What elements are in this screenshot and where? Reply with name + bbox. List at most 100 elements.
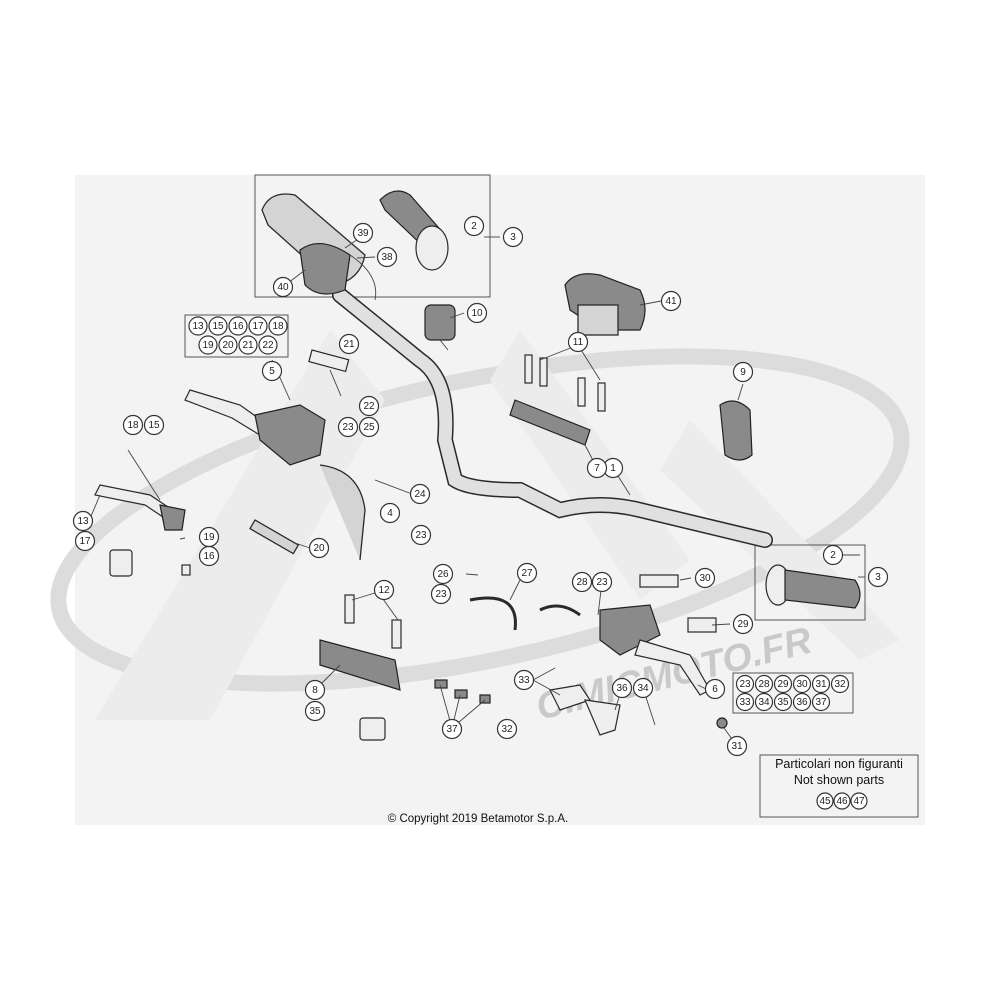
callout-c34-circle [632,677,654,699]
group-left-ref-17: 17 [248,316,268,336]
group-right-ref-37-label: 37 [815,697,827,708]
callout-c4-circle [379,502,401,524]
callout-c26-label: 26 [437,569,449,580]
callout-c2b-label: 2 [830,550,836,561]
callout-c23b: 23 [410,524,432,546]
callout-c18-label: 18 [127,420,139,431]
group-right-ref-32-circle [830,674,850,694]
callout-c35: 35 [304,700,326,722]
callout-c30-circle [694,567,716,589]
small-parts [181,564,728,736]
callout-c3a-circle [502,226,524,248]
left-lever [94,484,186,577]
callout-c4: 4 [379,502,401,524]
group-right-ref-28-label: 28 [758,679,770,690]
callout-c38-label: 38 [381,252,393,263]
group-right-ref-23-circle [735,674,755,694]
group-left-ref-20: 20 [218,335,238,355]
callout-c23d-label: 23 [596,577,608,588]
callout-c9-label: 9 [740,367,746,378]
group-left-ref-18-label: 18 [272,321,284,332]
callout-c13-label: 13 [77,516,89,527]
callout-c8-circle [304,679,326,701]
callout-c21-label: 21 [343,339,355,350]
callout-c17-label: 17 [79,536,91,547]
callout-c27-circle [516,562,538,584]
callout-c28-label: 28 [576,577,588,588]
note-title-it: Particolari non figuranti [775,757,903,771]
callout-c1-label: 1 [610,463,616,474]
group-left-ref-15: 15 [208,316,228,336]
group-right-ref-36-circle [792,692,812,712]
callout-c26: 26 [432,563,454,585]
callout-c28-circle [571,571,593,593]
callout-c10: 10 [466,302,488,324]
group-right-ref-36: 36 [792,692,812,712]
callout-c40-label: 40 [277,282,289,293]
callout-c2a-label: 2 [471,221,477,232]
callout-c9: 9 [732,361,754,383]
callout-c5-circle [261,360,283,382]
callout-c2b-circle [822,544,844,566]
callout-c25-label: 25 [363,422,375,433]
callout-c37: 37 [441,718,463,740]
callout-c32-label: 32 [501,724,513,735]
callout-c20-label: 20 [313,543,325,554]
group-left-ref-21-label: 21 [242,340,254,351]
group-right-ref-37: 37 [811,692,831,712]
handlebar [332,287,773,548]
callout-c3b-label: 3 [875,572,881,583]
note-title-en: Not shown parts [794,773,884,787]
callout-c15-label: 15 [148,420,160,431]
callout-c15: 15 [143,414,165,436]
group-right-ref-32: 32 [830,674,850,694]
group-left-ref-13: 13 [188,316,208,336]
callout-c34: 34 [632,677,654,699]
right-grip [765,564,861,609]
callout-c11-circle [567,331,589,353]
callout-c21-circle [338,333,360,355]
note-ref-45: 45 [816,792,834,810]
callout-c28: 28 [571,571,593,593]
group-left-ref-13-label: 13 [192,321,204,332]
group-right-ref-31-circle [811,674,831,694]
group-left-ref-15-circle [208,316,228,336]
callout-c5: 5 [261,360,283,382]
callout-c29-label: 29 [737,619,749,630]
handlebar-clamp [509,354,606,446]
note-ref-47: 47 [850,792,868,810]
group-left-ref-13-circle [188,316,208,336]
group-left-ref-22-label: 22 [262,340,274,351]
group-right-ref-23: 23 [735,674,755,694]
callout-c3a-label: 3 [510,232,516,243]
callout-c23c-circle [430,583,452,605]
callout-c3a: 3 [502,226,524,248]
callout-c18: 18 [122,414,144,436]
callout-c37-circle [441,718,463,740]
callout-c39-label: 39 [357,228,369,239]
callout-c22-circle [358,395,380,417]
callout-c35-circle [304,700,326,722]
callout-c23b-circle [410,524,432,546]
callout-c15-circle [143,414,165,436]
callout-c5-label: 5 [269,366,275,377]
callout-c11: 11 [567,331,589,353]
callout-c20-circle [308,537,330,559]
callout-c2a-circle [463,215,485,237]
callout-c21: 21 [338,333,360,355]
callout-c31-label: 31 [731,741,743,752]
group-right-ref-36-label: 36 [796,697,808,708]
callout-c31: 31 [726,735,748,757]
callout-c12: 12 [373,579,395,601]
group-left-ref-18: 18 [268,316,288,336]
callout-c32: 32 [496,718,518,740]
callout-c37-label: 37 [446,724,458,735]
callout-c40: 40 [272,276,294,298]
callout-c24-label: 24 [414,489,426,500]
group-left-ref-20-label: 20 [222,340,234,351]
callout-c36: 36 [611,677,633,699]
callout-c23b-label: 23 [415,530,427,541]
